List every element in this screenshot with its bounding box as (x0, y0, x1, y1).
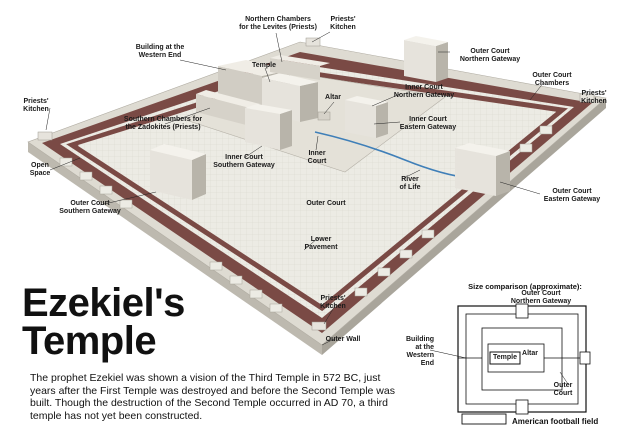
inset-gate-n (515, 303, 529, 319)
label-priests-kitchen-right: Priests' Kitchen (581, 90, 607, 105)
label-temple: Temple (252, 62, 276, 69)
kitchen-block-n (305, 37, 321, 47)
river-of-life (314, 131, 471, 179)
platform-side (28, 142, 322, 355)
comparison-label-temple: Temple (493, 354, 517, 361)
label-inner-court: Inner Court (307, 150, 327, 165)
label-outer-court: Outer Court (306, 200, 346, 207)
northern-chambers (270, 55, 330, 80)
football-field-legend: American football field (512, 417, 599, 426)
label-northern-chambers: Northern Chambers for the Levites (Pries… (239, 16, 317, 31)
lower-pavement-band (66, 69, 568, 312)
label-outer-wall: Outer Wall (325, 336, 361, 343)
label-lower-pavement: Lower Pavement (304, 236, 338, 251)
label-building-western-end: Building at the Western End (135, 44, 185, 59)
title-line-2: Temple (22, 319, 157, 363)
inset-gate-s (515, 399, 529, 415)
label-outer-court-southern-gateway: Outer Court Southern Gateway (59, 200, 121, 215)
label-open-space: Open Space (29, 162, 51, 177)
outer-wall-chambers-se (354, 125, 553, 297)
label-inner-court-eastern-gateway: Inner Court Eastern Gateway (399, 116, 457, 131)
size-comparison-inset (429, 303, 591, 415)
comparison-label-northern-gateway: Outer Court Northern Gateway (510, 290, 572, 305)
label-inner-court-northern-gateway: Inner Court Northern Gateway (393, 84, 455, 99)
outer-court-southern-gateway (150, 144, 206, 200)
title-line-1: Ezekiel's (22, 281, 185, 325)
outer-court-inner-floor (78, 76, 556, 302)
inset-court (481, 327, 563, 391)
label-outer-court-eastern-gateway: Outer Court Eastern Gateway (543, 188, 601, 203)
outer-court-northern-gateway (404, 36, 448, 82)
outer-wall-chambers-sw (59, 157, 283, 313)
kitchen-block-w (37, 131, 53, 141)
label-altar: Altar (325, 94, 341, 101)
southern-chambers (196, 90, 260, 126)
comparison-label-building-western-end: Building at the Western End (406, 336, 434, 367)
label-outer-court-chambers: Outer Court Chambers (532, 72, 572, 87)
platform-side-right (322, 98, 606, 355)
inset-outer-wall (457, 305, 587, 413)
label-priests-kitchen-bottom: Priests' Kitchen (320, 295, 346, 310)
label-southern-chambers: Southern Chambers for the Zadokites (Pri… (123, 116, 203, 131)
label-inner-court-southern-gateway: Inner Court Southern Gateway (213, 154, 275, 169)
label-priests-kitchen-left: Priests' Kitchen (23, 98, 49, 113)
label-river-of-life: River of Life (399, 176, 421, 191)
label-outer-court-northern-gateway: Outer Court Northern Gateway (459, 48, 521, 63)
football-field-legend-box (461, 413, 507, 425)
comparison-label-altar: Altar (522, 350, 538, 357)
altar-block (317, 111, 331, 121)
inset-temple-box (489, 351, 521, 365)
inset-gate-e (579, 351, 591, 365)
label-priests-kitchen-top: Priests' Kitchen (330, 16, 356, 31)
comparison-title: Size comparison (approximate): (468, 282, 582, 291)
inner-court-southern-gateway (245, 104, 292, 150)
comparison-label-outer-court: Outer Court (553, 382, 573, 397)
page-title: Ezekiel's Temple (22, 281, 185, 363)
inner-court-northern-gateway (345, 96, 388, 138)
caption-text: The prophet Ezekiel was shown a vision o… (30, 372, 395, 422)
outer-court-eastern-gateway (455, 143, 510, 196)
kitchen-block-s (311, 321, 327, 331)
leader-lines (45, 31, 589, 346)
